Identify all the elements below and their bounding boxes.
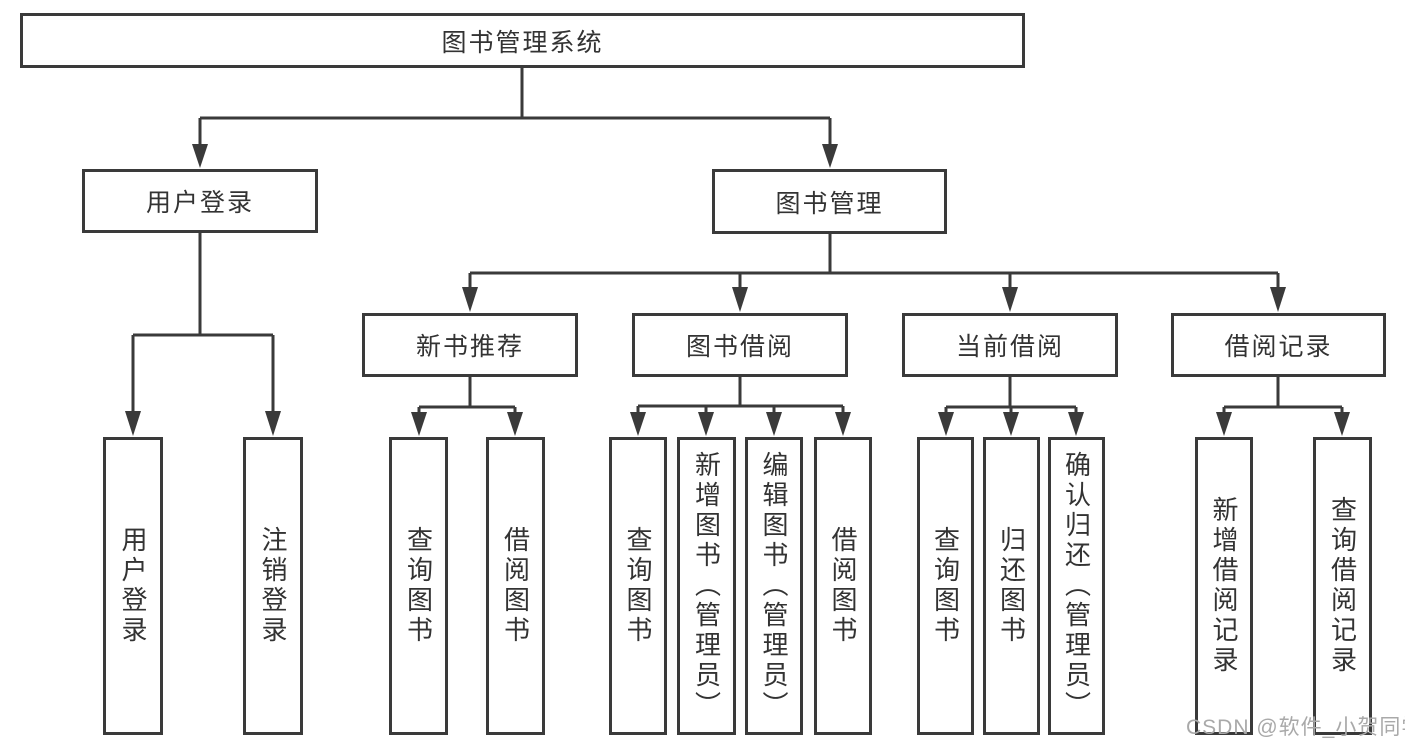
node-label: 确认归还（管理员） bbox=[1061, 451, 1092, 721]
leaf-add-books-admin: 新增图书（管理员） bbox=[677, 437, 736, 735]
arrow-down-icon bbox=[835, 412, 851, 436]
node-label: 新书推荐 bbox=[415, 333, 524, 361]
node-label: 图书借阅 bbox=[685, 333, 794, 361]
connector-current-borrow-children bbox=[938, 377, 1084, 436]
arrow-down-icon bbox=[822, 144, 838, 168]
node-label: 查询图书 bbox=[403, 526, 434, 646]
node-label: 归还图书 bbox=[996, 526, 1027, 646]
node-current-borrowing: 当前借阅 bbox=[902, 313, 1118, 377]
leaf-query-borrow-record: 查询借阅记录 bbox=[1313, 437, 1372, 735]
node-label: 用户登录 bbox=[118, 526, 148, 646]
arrow-down-icon bbox=[1003, 412, 1019, 436]
node-label: 新增借阅记录 bbox=[1209, 496, 1239, 676]
leaf-return-books: 归还图书 bbox=[983, 437, 1040, 735]
arrow-down-icon bbox=[192, 144, 208, 168]
leaf-user-login: 用户登录 bbox=[103, 437, 163, 735]
arrow-down-icon bbox=[1002, 287, 1018, 312]
leaf-logout: 注销登录 bbox=[243, 437, 303, 735]
node-label: 借阅图书 bbox=[500, 526, 531, 646]
node-label: 图书管理系统 bbox=[441, 28, 604, 57]
arrow-down-icon bbox=[766, 412, 782, 436]
node-label: 当前借阅 bbox=[955, 333, 1064, 361]
node-book-management: 图书管理 bbox=[712, 169, 947, 234]
node-book-borrowing: 图书借阅 bbox=[632, 313, 848, 377]
connector-book-borrow-children bbox=[630, 377, 851, 436]
node-label: 查询图书 bbox=[623, 526, 653, 646]
node-label: 查询图书 bbox=[930, 526, 961, 646]
node-label: 新增图书（管理员） bbox=[691, 451, 722, 721]
connector-root-to-level2 bbox=[192, 68, 838, 168]
node-label: 用户登录 bbox=[145, 189, 254, 217]
connector-user-login-children bbox=[125, 233, 281, 436]
leaf-query-books-3: 查询图书 bbox=[917, 437, 974, 735]
arrow-down-icon bbox=[507, 412, 523, 436]
leaf-borrow-books-2: 借阅图书 bbox=[814, 437, 872, 735]
leaf-confirm-return-admin: 确认归还（管理员） bbox=[1048, 437, 1105, 735]
arrow-down-icon bbox=[938, 412, 954, 436]
node-label: 注销登录 bbox=[258, 526, 288, 646]
node-new-book-recommend: 新书推荐 bbox=[362, 313, 578, 377]
leaf-add-borrow-record: 新增借阅记录 bbox=[1195, 437, 1253, 735]
node-user-login: 用户登录 bbox=[82, 169, 318, 233]
node-label: 查询借阅记录 bbox=[1327, 496, 1358, 676]
node-root-system: 图书管理系统 bbox=[20, 13, 1025, 68]
arrow-down-icon bbox=[125, 411, 141, 436]
arrow-down-icon bbox=[698, 412, 714, 436]
arrow-down-icon bbox=[630, 412, 646, 436]
csdn-watermark: CSDN @软件_小贺同学 bbox=[1186, 716, 1405, 739]
connector-borrow-record-children bbox=[1216, 377, 1350, 436]
node-borrowing-record: 借阅记录 bbox=[1171, 313, 1386, 377]
arrow-down-icon bbox=[732, 287, 748, 312]
connector-new-book-children bbox=[411, 377, 523, 436]
leaf-edit-books-admin: 编辑图书（管理员） bbox=[745, 437, 803, 735]
arrow-down-icon bbox=[1334, 412, 1350, 436]
leaf-borrow-books-1: 借阅图书 bbox=[486, 437, 545, 735]
node-label: 图书管理 bbox=[775, 189, 884, 218]
leaf-query-books-1: 查询图书 bbox=[389, 437, 448, 735]
arrow-down-icon bbox=[411, 412, 427, 436]
arrow-down-icon bbox=[1216, 412, 1232, 436]
arrow-down-icon bbox=[1068, 412, 1084, 436]
arrow-down-icon bbox=[462, 287, 478, 312]
node-label: 借阅图书 bbox=[828, 526, 858, 646]
leaf-query-books-2: 查询图书 bbox=[609, 437, 667, 735]
node-label: 编辑图书（管理员） bbox=[759, 451, 789, 721]
connector-book-mgmt-children bbox=[462, 234, 1286, 312]
arrow-down-icon bbox=[265, 411, 281, 436]
node-label: 借阅记录 bbox=[1224, 333, 1333, 361]
arrow-down-icon bbox=[1270, 287, 1286, 312]
